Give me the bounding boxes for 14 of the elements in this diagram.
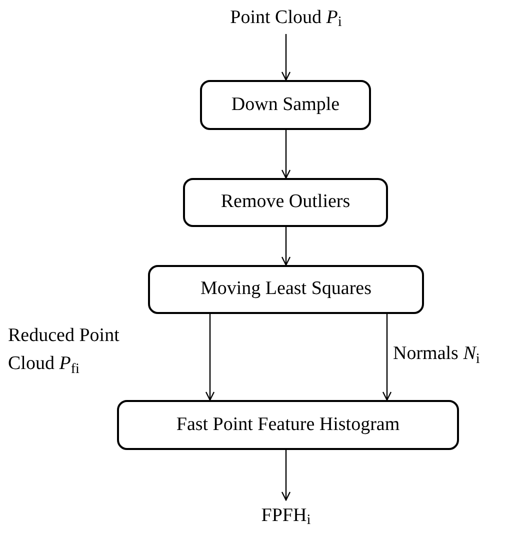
process-box: Down Sample: [200, 80, 371, 130]
arrow: [281, 227, 291, 266]
io-label: Point Cloud P$_{i}$: [186, 4, 386, 32]
process-box: Remove Outliers: [183, 178, 388, 227]
process-box: Fast Point Feature Histogram: [117, 400, 459, 450]
arrow: [382, 314, 392, 401]
process-box: Moving Least Squares: [148, 265, 424, 314]
edge-label: Reduced Point Cloud P$_{fi}$: [8, 324, 120, 378]
arrow: [281, 34, 291, 81]
io-label: FPFH$_{i}$: [236, 502, 336, 530]
arrow: [281, 450, 291, 501]
edge-label: Normals N$_{i}$: [393, 342, 481, 368]
arrow: [205, 314, 215, 401]
arrow: [281, 130, 291, 179]
